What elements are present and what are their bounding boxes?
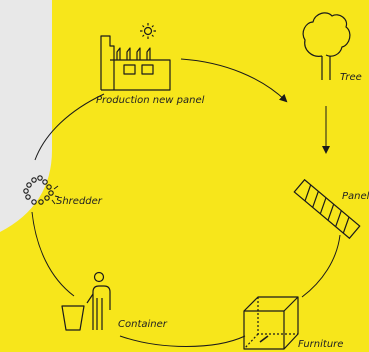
- arc-furniture-to-container: [119, 335, 246, 347]
- arc-shredder-to-production: [34, 93, 105, 161]
- label-production-new-panel: Production new panel: [96, 95, 205, 106]
- person-bin-icon: [61, 271, 111, 331]
- cycle-arrows: [31, 58, 341, 347]
- furniture-cube-icon: [243, 296, 299, 350]
- label-furniture: Furniture: [298, 339, 344, 350]
- label-panel: Panel: [342, 191, 369, 202]
- shredder-icon: [23, 175, 60, 205]
- arc-panel-to-furniture: [301, 234, 341, 298]
- panel-icon: [293, 178, 361, 240]
- arrow-production-to-tree: [180, 58, 288, 103]
- label-shredder: Shredder: [56, 196, 102, 207]
- label-tree: Tree: [340, 72, 362, 83]
- tree-icon: [302, 12, 351, 80]
- factory-icon: [100, 23, 171, 91]
- label-container: Container: [118, 319, 167, 330]
- side-panel-shape: [0, 0, 52, 232]
- arc-container-to-shredder: [31, 211, 75, 297]
